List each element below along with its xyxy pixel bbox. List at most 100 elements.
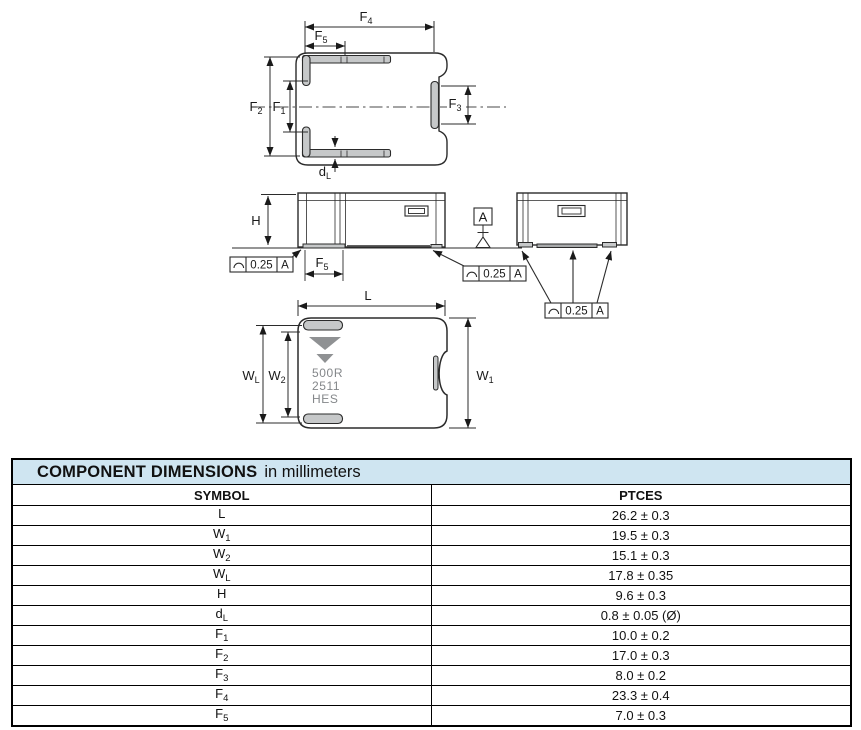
dim-label-l: L: [364, 288, 371, 303]
symbol-cell: F5: [11, 705, 432, 727]
value-cell: 10.0 ± 0.2: [430, 625, 852, 646]
svg-text:A: A: [596, 306, 604, 318]
brand-triangle-icon: [316, 354, 334, 363]
symbol-cell: L: [11, 505, 432, 526]
dim-f5-top: [305, 41, 346, 55]
value-cell: 17.0 ± 0.3: [430, 645, 852, 666]
dim-label-w1: W1: [476, 368, 493, 385]
clip-edge: [433, 355, 439, 391]
dim-f3: [441, 85, 476, 125]
svg-text:0.25: 0.25: [483, 269, 505, 281]
dim-label-f5-side: F5: [316, 255, 329, 272]
table-row: F4 23.3 ± 0.4: [11, 685, 852, 706]
table-title: COMPONENT DIMENSIONS: [37, 462, 258, 481]
dim-wl: [256, 325, 302, 424]
dim-label-w2: W2: [268, 368, 285, 385]
symbol-cell: F3: [11, 665, 432, 686]
datum-flag: A: [473, 207, 493, 249]
dim-label-f2: F2: [250, 99, 263, 116]
table-header-row: SYMBOL PTCES: [11, 484, 852, 506]
symbol-cell: F4: [11, 685, 432, 706]
table-row: W1 19.5 ± 0.3: [11, 525, 852, 546]
symbol-cell: W2: [11, 545, 432, 566]
foot-pad: [602, 242, 617, 248]
svg-text:0.25: 0.25: [250, 260, 272, 272]
arc-icon: [233, 262, 245, 269]
side-view-left: [297, 192, 446, 249]
arc-icon: [466, 271, 478, 278]
table-row: H 9.6 ± 0.3: [11, 585, 852, 606]
symbol-cell: H: [11, 585, 432, 606]
lead-tab: [302, 319, 344, 331]
table-row: F3 8.0 ± 0.2: [11, 665, 852, 686]
table-row: WL 17.8 ± 0.35: [11, 565, 852, 586]
arc-icon: [548, 308, 560, 315]
component-body-outline: [295, 52, 448, 166]
value-cell: 7.0 ± 0.3: [430, 705, 852, 727]
right-clip-lead: [430, 80, 440, 130]
dim-label-f5-top: F5: [315, 28, 328, 45]
bottom-pad: [536, 243, 598, 248]
side-views: H F5 0.25 A A 0.25 A: [229, 192, 628, 319]
table-row: F1 10.0 ± 0.2: [11, 625, 852, 646]
dim-label-f1: F1: [273, 99, 286, 116]
value-cell: 26.2 ± 0.3: [430, 505, 852, 526]
dim-f2: [264, 56, 300, 157]
dim-h: [261, 194, 296, 245]
table-title-suffix: in millimeters: [264, 462, 361, 481]
tolerance-callout: 0.25 A: [432, 250, 527, 282]
value-cell: 9.6 ± 0.3: [430, 585, 852, 606]
lead-tab: [302, 413, 344, 425]
lead-top: [301, 54, 392, 87]
foot-pad: [430, 244, 443, 249]
brand-triangle-icon: [309, 337, 341, 350]
svg-text:0.25: 0.25: [565, 306, 587, 318]
dim-label-f3: F3: [449, 96, 462, 113]
table-row: dL 0.8 ± 0.05 (Ø): [11, 605, 852, 626]
bottom-view: 500R 2511 HES L WL W2 W1: [242, 288, 494, 429]
tolerance-callout: 0.25 A: [229, 249, 302, 273]
value-cell: 19.5 ± 0.3: [430, 525, 852, 546]
dim-f1: [283, 80, 308, 133]
symbol-cell: F1: [11, 625, 432, 646]
dim-label-f4: F4: [360, 9, 373, 26]
dimensions-table: COMPONENT DIMENSIONS in millimeters SYMBO…: [11, 458, 852, 727]
table-row: F2 17.0 ± 0.3: [11, 645, 852, 666]
table-title-row: COMPONENT DIMENSIONS in millimeters: [11, 458, 852, 485]
value-cell: 23.3 ± 0.4: [430, 685, 852, 706]
svg-text:A: A: [281, 260, 289, 272]
value-cell: 17.8 ± 0.35: [430, 565, 852, 586]
value-cell: 8.0 ± 0.2: [430, 665, 852, 686]
component-marking-line2: 2511: [312, 379, 340, 393]
value-cell: 0.8 ± 0.05 (Ø): [430, 605, 852, 626]
side-view-right: [516, 192, 628, 248]
technical-drawing: F4 F5 F2 F1 F3 dL: [229, 9, 628, 429]
foot-pad: [302, 243, 346, 249]
foot-pad: [518, 242, 533, 248]
value-cell: 15.1 ± 0.3: [430, 545, 852, 566]
top-view: F4 F5 F2 F1 F3 dL: [250, 9, 506, 181]
component-body-outline: [297, 317, 448, 429]
symbol-cell: dL: [11, 605, 432, 626]
table-row: W2 15.1 ± 0.3: [11, 545, 852, 566]
tolerance-callout: 0.25 A: [521, 250, 613, 319]
table-row: F5 7.0 ± 0.3: [11, 705, 852, 727]
dim-w1: [449, 317, 476, 429]
dim-l: [297, 300, 446, 316]
dim-label-h: H: [251, 213, 260, 228]
svg-text:A: A: [479, 210, 488, 225]
symbol-cell: WL: [11, 565, 432, 586]
svg-text:A: A: [514, 269, 522, 281]
dim-f5-side: [304, 250, 344, 281]
dim-label-dl: dL: [319, 164, 331, 181]
column-header-symbol: SYMBOL: [11, 484, 432, 506]
dim-label-wl: WL: [242, 368, 259, 385]
symbol-cell: F2: [11, 645, 432, 666]
component-marking-line3: HES: [312, 392, 338, 406]
component-marking-line1: 500R: [312, 366, 343, 380]
symbol-cell: W1: [11, 525, 432, 546]
column-header-ptces: PTCES: [430, 484, 852, 506]
table-row: L 26.2 ± 0.3: [11, 505, 852, 526]
lead-bottom: [301, 126, 392, 158]
